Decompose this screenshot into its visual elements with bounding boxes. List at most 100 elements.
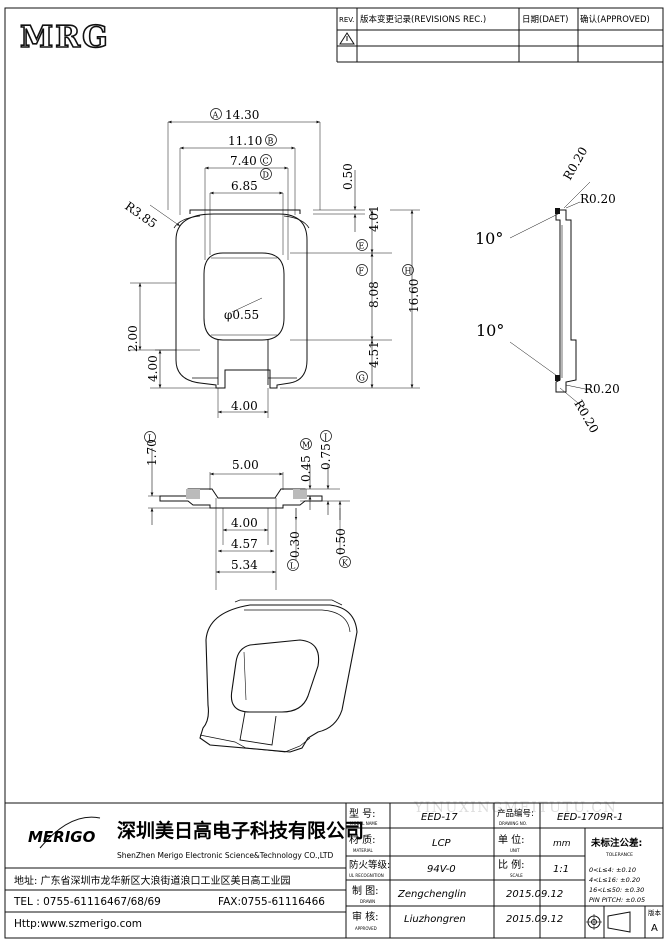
material-label: 材 质:	[349, 833, 376, 846]
approved-date: 2015.09.12	[506, 914, 563, 925]
flame-label: 防火等级:	[349, 859, 390, 871]
warning-triangle-icon	[339, 32, 355, 45]
dim-534: 5.34	[231, 558, 258, 572]
tolerance-2: 4<L≤16: ±0.20	[589, 876, 640, 884]
title-block: MERIGO 深圳美日高电子科技有限公司 ShenZhen Merigo Ele…	[4, 802, 664, 939]
svg-text:TOLERANCE: TOLERANCE	[605, 852, 633, 858]
model-label: 型 号:	[349, 807, 376, 820]
svg-text:F: F	[359, 267, 365, 276]
section-view	[148, 448, 350, 590]
drawing-value: EED-1709R-1	[557, 812, 623, 823]
dim-050-k: 0.50	[334, 528, 348, 555]
fax: FAX:0755-61116466	[218, 896, 325, 908]
radius-top-2: R0.20	[580, 192, 616, 206]
tag-h-circle: H	[402, 264, 414, 276]
tag-c-circle: C	[260, 154, 272, 166]
drawn-label: 制 图:	[352, 884, 379, 897]
tag-d-circle: D	[260, 168, 272, 180]
company-en: ShenZhen Merigo Electronic Science&Techn…	[117, 851, 334, 860]
tag-g-circle: G	[356, 371, 368, 383]
side-view-labels: 10° 10° R0.20 R0.20 R0.20 R0.20	[475, 145, 620, 436]
drawn-value: Zengchenglin	[397, 889, 466, 900]
address: 地址: 广东省深圳市龙华新区大浪街道浪口工业区美日高工业园	[14, 874, 291, 887]
svg-text:A: A	[212, 111, 219, 120]
projection-symbol-icon	[586, 914, 602, 930]
tag-a-circle: A	[210, 108, 222, 120]
approved-label: 确认(APPROVED)	[580, 14, 650, 25]
radius-bot-1: R0.20	[584, 382, 620, 396]
approved-value: Liuzhongren	[404, 914, 466, 925]
tolerance-title: 未标注公差:	[590, 837, 642, 849]
rev-label: REV.	[339, 16, 354, 24]
projection-frustum-icon	[607, 911, 631, 933]
drawing-label: 产品编号:	[497, 808, 534, 819]
tolerance-1: 0<L≤4: ±0.10	[589, 866, 636, 874]
dim-170: 1.70	[145, 439, 159, 466]
dim-g: 4.51	[367, 341, 381, 368]
top-view-labels: A 14.30 11.10 B 7.40 C D 6.85 R3.85 φ0.5…	[122, 108, 421, 413]
radius-bot-2: R0.20	[571, 398, 601, 436]
dim-h: 16.60	[407, 279, 421, 313]
scale-value: 1:1	[553, 864, 569, 875]
iso-bottom-slot	[239, 711, 277, 746]
tag-k-circle: K	[339, 556, 351, 568]
dim-075: 0.75	[319, 443, 333, 470]
tag-l-circle: L	[287, 559, 299, 571]
header: MRG REV. 版本变更记录(REVISIONS REC.) 日期(DAET)…	[19, 8, 663, 63]
dim-d: 6.85	[231, 179, 258, 193]
svg-text:DRAWING NO.: DRAWING NO.	[499, 821, 527, 826]
revision-label: 版本变更记录(REVISIONS REC.)	[360, 14, 486, 25]
merigo-logo: MERIGO	[28, 816, 101, 849]
isometric-view	[199, 599, 358, 753]
flame-value: 94V-0	[427, 864, 456, 875]
iso-outer	[199, 604, 358, 753]
company-cn: 深圳美日高电子科技有限公司	[117, 819, 364, 842]
angle-bottom: 10°	[476, 321, 504, 340]
dim-c: 7.40	[230, 154, 257, 168]
svg-text:B: B	[268, 137, 274, 146]
dim-a: 14.30	[225, 108, 259, 122]
logo-text: MRG	[20, 20, 110, 55]
tag-m-circle: M	[300, 438, 312, 450]
dim-e: 4.01	[367, 205, 381, 232]
angle-top: 10°	[475, 229, 503, 248]
svg-text:C: C	[263, 157, 269, 166]
svg-text:UL RECOGNITION: UL RECOGNITION	[349, 873, 384, 878]
bobbin-inner-lip	[189, 209, 301, 214]
svg-text:J: J	[323, 433, 327, 442]
tag-f-circle: F	[356, 264, 368, 276]
scale-label: 比 例:	[498, 858, 525, 871]
revision-table: REV. 版本变更记录(REVISIONS REC.) 日期(DAET) 确认(…	[336, 8, 663, 63]
hole-label: φ0.55	[224, 308, 259, 322]
svg-text:APPROVED: APPROVED	[355, 926, 377, 931]
dim-200: 2.00	[126, 325, 140, 352]
tag-b-circle: B	[265, 134, 277, 146]
drawn-date: 2015.09.12	[506, 889, 563, 900]
dim-400-v: 4.00	[146, 355, 160, 382]
dim-b: 11.10	[228, 134, 262, 148]
tag-e-circle: E	[356, 239, 368, 251]
section-view-labels: I 1.70 5.00 M 0.45 J 0.75 4.00 4.57 5.34…	[144, 430, 351, 572]
logo: MRG	[19, 19, 110, 56]
tolerance-4: PIN PITCH: ±0.05	[589, 896, 645, 904]
side-profile	[555, 209, 577, 393]
top-view	[130, 120, 420, 418]
version-label: 版本	[648, 908, 662, 917]
tag-i-circle: I	[144, 431, 156, 443]
tel: TEL : 0755-61116467/68/69	[13, 896, 161, 908]
dim-050-v: 0.50	[341, 163, 355, 190]
dim-500: 5.00	[232, 458, 259, 472]
svg-text:L: L	[290, 562, 296, 571]
dim-045: 0.45	[299, 455, 313, 482]
material-value: LCP	[432, 838, 452, 849]
radius-label: R3.85	[122, 199, 159, 231]
svg-text:M: M	[302, 441, 310, 450]
model-value: EED-17	[421, 812, 458, 823]
svg-text:K: K	[342, 559, 349, 568]
dim-f: 8.08	[367, 281, 381, 308]
bobbin-outer-outline	[175, 213, 308, 389]
svg-text:I: I	[148, 434, 151, 443]
watermark: YINUXINGMEITUTU.CN	[413, 800, 617, 816]
svg-text:SCALE: SCALE	[510, 873, 523, 878]
dim-400-h: 4.00	[231, 399, 258, 413]
